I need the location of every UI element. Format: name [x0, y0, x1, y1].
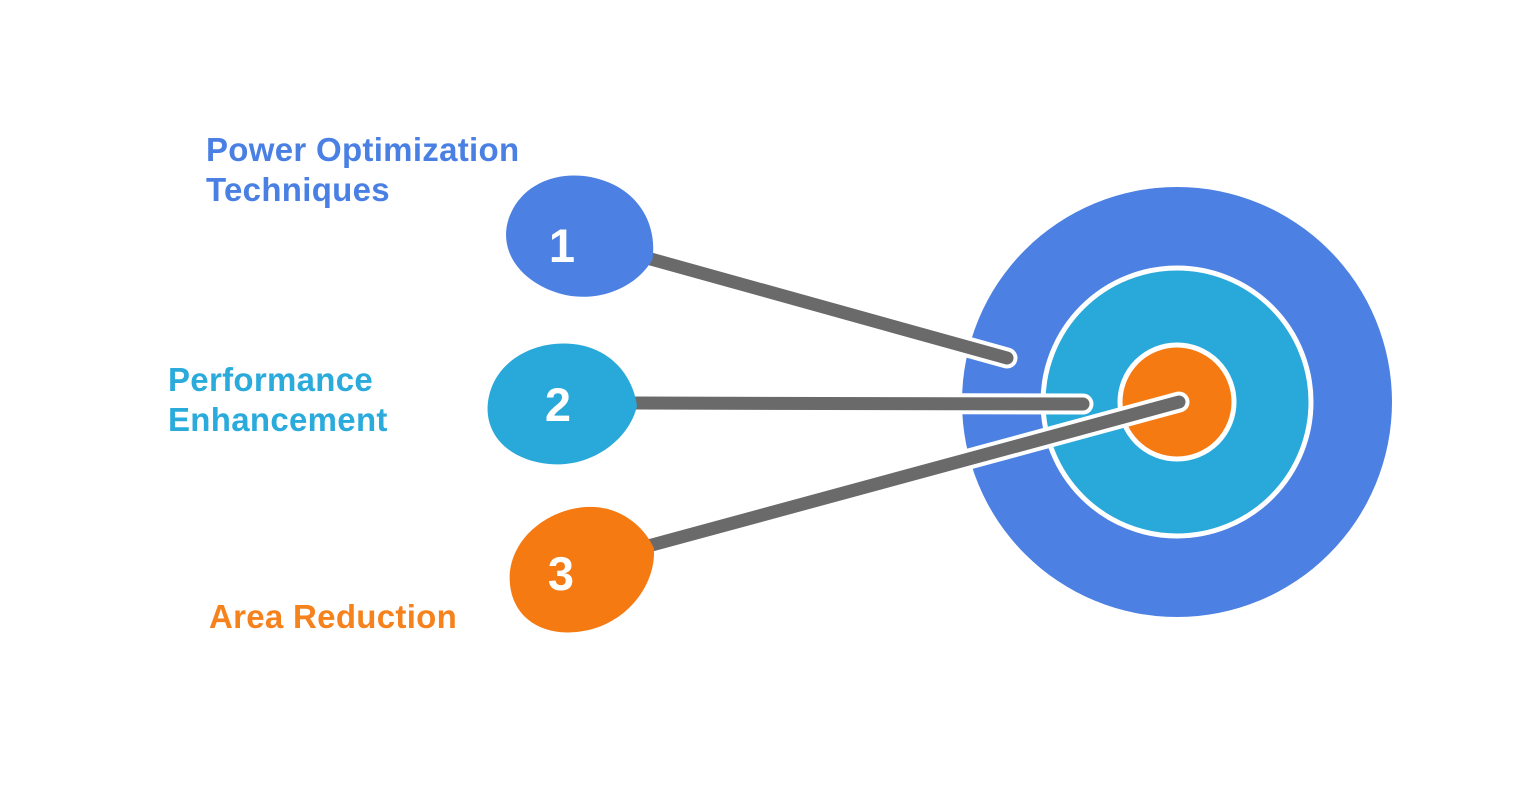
- marker-blob-2-shape: [487, 343, 637, 465]
- connector-line-3: [615, 391, 1190, 563]
- connector-line-1: [611, 240, 1018, 369]
- connector-lines: [605, 240, 1190, 563]
- label-performance-enhancement: Performance Enhancement: [168, 361, 388, 438]
- label-area-reduction: Area Reduction: [209, 598, 458, 635]
- marker-number-2: 2: [545, 378, 571, 431]
- marker-number-1: 1: [549, 219, 575, 272]
- marker-blob-1: [506, 175, 654, 297]
- marker-blob-2: [487, 343, 637, 465]
- marker-number-3: 3: [548, 547, 574, 600]
- marker-blob-1-shape: [506, 175, 654, 297]
- connector-line-2: [605, 392, 1094, 415]
- marker-blob-3-shape: [509, 506, 654, 633]
- label-power-optimization-techniques: Power Optimization Techniques: [206, 131, 520, 208]
- marker-blob-3: [509, 506, 654, 633]
